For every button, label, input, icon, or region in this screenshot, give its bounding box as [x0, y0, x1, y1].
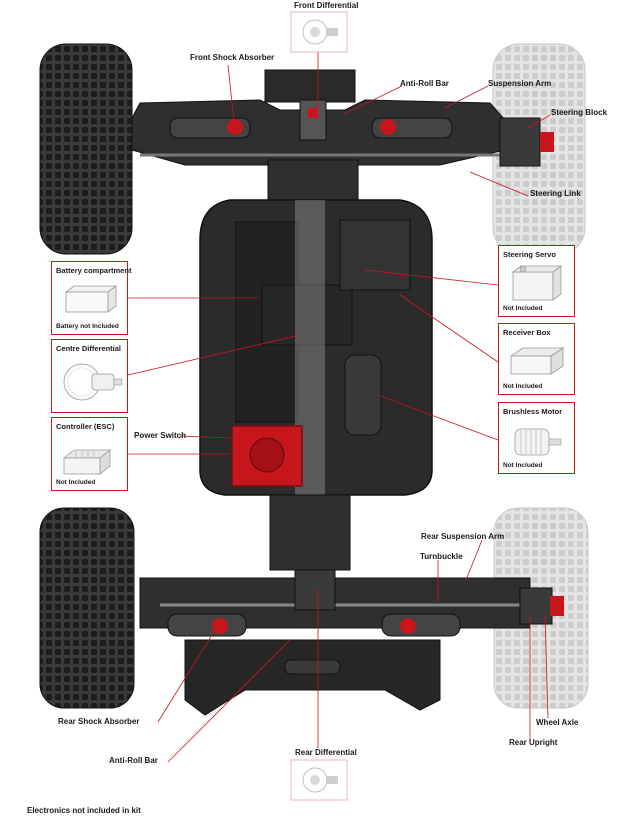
- centre-differential-icon: [63, 363, 123, 401]
- front-left-tyre: [39, 43, 133, 255]
- steering-servo-note: Not Included: [503, 305, 543, 312]
- label-turnbuckle: Turnbuckle: [420, 552, 463, 561]
- label-rear-upright: Rear Upright: [509, 738, 558, 747]
- front-differential-thumbnail: [290, 11, 348, 53]
- label-steering-link: Steering Link: [530, 189, 581, 198]
- controller-esc-note: Not Included: [56, 479, 96, 486]
- receiver-box-title: Receiver Box: [503, 328, 551, 337]
- label-front-shock-absorber: Front Shock Absorber: [190, 53, 275, 62]
- power-switch-module: [231, 425, 303, 487]
- callout-centre-differential: Centre Differential: [51, 339, 128, 413]
- label-rear-differential: Rear Differential: [295, 748, 357, 757]
- controller-esc-title: Controller (ESC): [56, 422, 115, 431]
- leader-lines: [127, 52, 551, 763]
- callout-brushless-motor: Brushless Motor Not Included: [498, 402, 575, 474]
- label-steering-block: Steering Block: [551, 108, 608, 117]
- label-rear-shock-absorber: Rear Shock Absorber: [58, 717, 140, 726]
- callout-steering-servo: Steering Servo Not Included: [498, 245, 575, 317]
- brushless-motor-note: Not Included: [503, 462, 543, 469]
- label-front-differential: Front Differential: [294, 1, 359, 10]
- esc-icon: [62, 449, 112, 475]
- battery-icon: [64, 285, 118, 313]
- rear-suspension-assembly: [139, 569, 564, 716]
- label-anti-roll-bar-front: Anti-Roll Bar: [400, 79, 449, 88]
- callout-battery-compartment: Battery compartment Battery not Included: [51, 261, 132, 335]
- rear-left-tyre: [39, 507, 135, 709]
- label-power-switch: Power Switch: [134, 431, 187, 440]
- main-chassis: [199, 159, 433, 571]
- label-rear-suspension-arm: Rear Suspension Arm: [421, 532, 505, 541]
- footer-note: Electronics not included in kit: [27, 806, 141, 815]
- battery-compartment-note: Battery not Included: [56, 323, 119, 330]
- centre-differential-title: Centre Differential: [56, 344, 122, 353]
- label-anti-roll-bar-rear: Anti-Roll Bar: [109, 756, 158, 765]
- receiver-box-icon: [509, 347, 565, 375]
- front-suspension-assembly: [131, 69, 554, 167]
- brushless-motor-title: Brushless Motor: [503, 407, 563, 416]
- callout-receiver-box: Receiver Box Not Included: [498, 323, 575, 395]
- steering-servo-icon: [511, 265, 563, 301]
- callout-controller-esc: Controller (ESC) Not Included: [51, 417, 128, 491]
- steering-servo-title: Steering Servo: [503, 250, 556, 259]
- receiver-box-note: Not Included: [503, 383, 543, 390]
- label-wheel-axle: Wheel Axle: [536, 718, 579, 727]
- battery-compartment-title: Battery compartment: [56, 266, 132, 275]
- label-suspension-arm: Suspension Arm: [488, 79, 552, 88]
- rear-differential-thumbnail: [290, 759, 348, 801]
- brushless-motor-icon: [514, 428, 562, 456]
